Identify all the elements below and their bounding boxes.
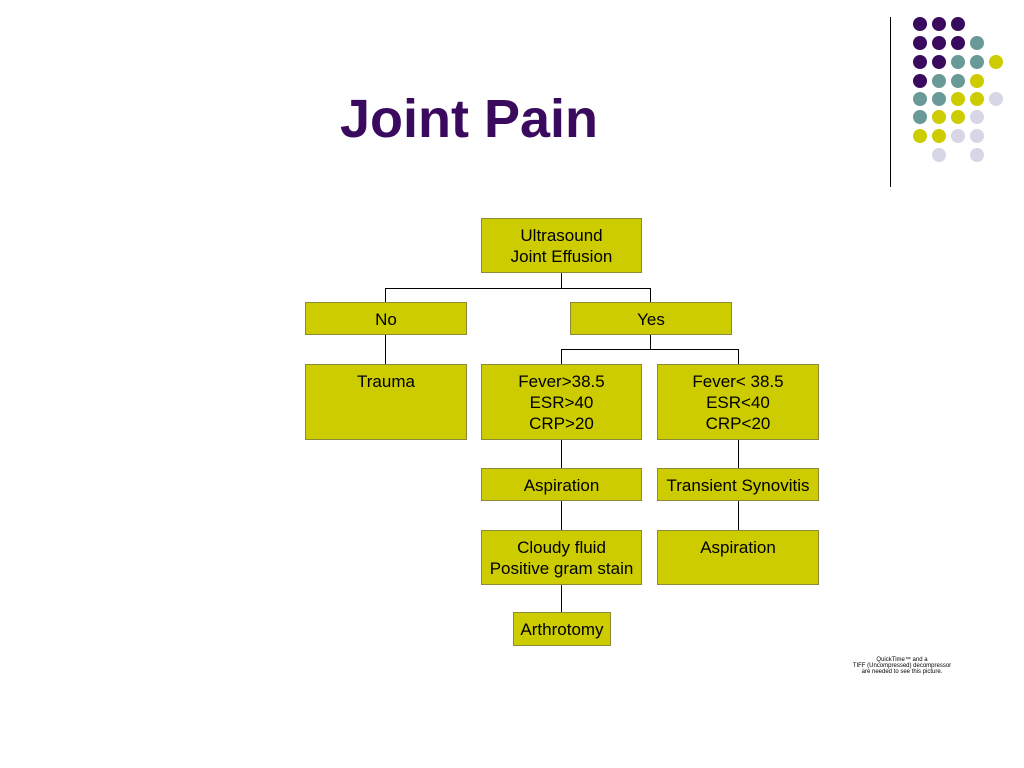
connector-line — [738, 349, 739, 365]
decor-dot — [951, 92, 965, 106]
decor-dot — [951, 36, 965, 50]
decor-dot — [913, 17, 927, 31]
transient-criteria-box: Fever< 38.5 ESR<40 CRP<20 — [657, 364, 819, 440]
decor-dot — [989, 92, 1003, 106]
connector-line — [561, 584, 562, 613]
decor-dot — [932, 148, 946, 162]
box-line: Fever>38.5 — [518, 372, 605, 391]
decor-dot — [932, 17, 946, 31]
decor-dot — [932, 110, 946, 124]
decor-dot — [913, 55, 927, 69]
decor-dot — [970, 92, 984, 106]
box-line: Transient Synovitis — [666, 476, 810, 495]
notice-line: QuickTime™ and a — [876, 657, 928, 663]
decor-dot — [970, 55, 984, 69]
aspiration-right-box: Aspiration — [657, 530, 819, 585]
box-line: ESR<40 — [706, 393, 770, 412]
decor-dot — [932, 36, 946, 50]
connector-line — [385, 288, 386, 303]
box-line: Positive gram stain — [489, 559, 634, 578]
decor-dot — [951, 17, 965, 31]
notice-line: are needed to see this picture. — [861, 669, 943, 675]
connector-line — [561, 349, 562, 365]
connector-line — [561, 501, 562, 531]
box-line: Fever< 38.5 — [692, 372, 784, 391]
decor-dot — [951, 110, 965, 124]
connector-line — [738, 501, 739, 531]
box-line: Aspiration — [700, 538, 776, 557]
notice-line: TIFF (Uncompressed) decompressor — [852, 663, 952, 669]
cloudy-fluid-box: Cloudy fluid Positive gram stain — [481, 530, 642, 585]
connector-line — [385, 288, 651, 289]
yes-box: Yes — [570, 302, 732, 335]
box-line: CRP>20 — [529, 414, 594, 433]
no-box: No — [305, 302, 467, 335]
connector-line — [650, 288, 651, 303]
slide-title: Joint Pain — [340, 89, 599, 149]
quicktime-placeholder-notice: QuickTime™ and a TIFF (Uncompressed) dec… — [850, 657, 954, 675]
connector-line — [561, 349, 739, 350]
decor-dot — [913, 92, 927, 106]
box-line: ESR>40 — [529, 393, 594, 412]
decor-dot — [970, 36, 984, 50]
decor-dot — [970, 74, 984, 88]
box-line: Ultrasound — [520, 226, 603, 245]
connector-line — [561, 273, 562, 288]
septic-criteria-box: Fever>38.5 ESR>40 CRP>20 — [481, 364, 642, 440]
connector-line — [738, 439, 739, 469]
connector-line — [650, 334, 651, 349]
decor-dot — [970, 129, 984, 143]
box-line: Arthrotomy — [520, 620, 604, 639]
decor-dot — [913, 129, 927, 143]
decor-dot — [989, 55, 1003, 69]
box-line: Yes — [637, 310, 665, 329]
decor-dot — [970, 148, 984, 162]
decor-dot — [970, 110, 984, 124]
box-line: Cloudy fluid — [517, 538, 606, 557]
box-line: Aspiration — [523, 476, 600, 495]
header-divider — [890, 17, 891, 187]
decor-dot — [951, 74, 965, 88]
box-line: Trauma — [357, 372, 415, 391]
aspiration-left-box: Aspiration — [481, 468, 642, 501]
decor-dot — [932, 74, 946, 88]
arthrotomy-box: Arthrotomy — [513, 612, 611, 646]
decor-dot — [932, 129, 946, 143]
decor-dot — [913, 110, 927, 124]
decor-dot — [913, 74, 927, 88]
transient-synovitis-box: Transient Synovitis — [657, 468, 819, 501]
connector-line — [385, 334, 386, 365]
box-line: No — [375, 310, 397, 329]
decor-dot — [951, 129, 965, 143]
decor-dot — [932, 55, 946, 69]
decor-dot — [932, 92, 946, 106]
trauma-box: Trauma — [305, 364, 467, 440]
ultrasound-box: Ultrasound Joint Effusion — [481, 218, 642, 273]
connector-line — [561, 439, 562, 469]
decor-dot — [951, 55, 965, 69]
box-line: Joint Effusion — [510, 247, 613, 266]
box-line: CRP<20 — [705, 414, 771, 433]
decor-dot — [913, 36, 927, 50]
